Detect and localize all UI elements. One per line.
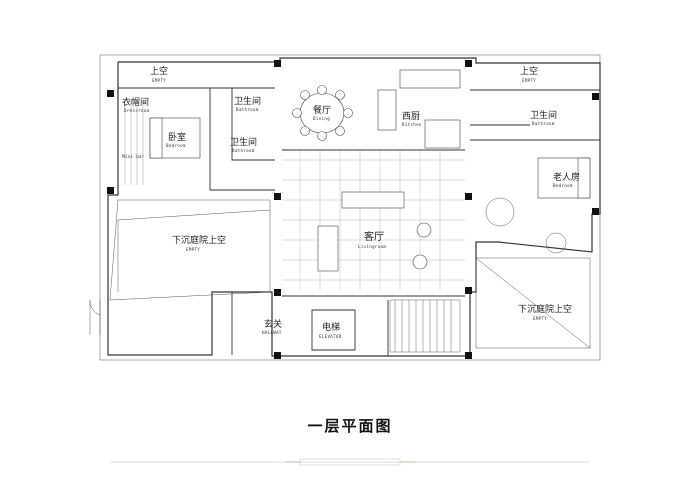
- label-elevator-en: ELEVATOR: [319, 334, 342, 339]
- label-elder-room-zh: 老人房: [553, 171, 580, 183]
- dining-table: [292, 85, 353, 141]
- label-empty-right-zh: 上空: [520, 65, 538, 77]
- label-bath-b-en: Bathroom: [232, 148, 255, 153]
- label-dining-en: Dining: [313, 116, 330, 121]
- cloakroom-hatch: [124, 100, 144, 185]
- label-elder-room-en: Bedroom: [553, 183, 573, 188]
- label-dining-zh: 餐厅: [313, 104, 331, 116]
- label-empty-right-en: EMPTY: [522, 78, 536, 83]
- label-bath-a-en: Bathroom: [236, 107, 259, 112]
- elder-room-round-fixture: [485, 197, 515, 227]
- elder-room-bed: [537, 157, 591, 199]
- label-foyer-zh: 玄关: [264, 318, 282, 330]
- label-elevator-zh: 电梯: [322, 321, 340, 333]
- label-bath-c-zh: 卫生间: [530, 109, 557, 121]
- label-foyer-en: HALLWAY: [262, 330, 282, 335]
- structural-columns: [107, 60, 599, 359]
- label-sunken-right-en: EMPTY: [533, 316, 547, 321]
- label-empty-left-en: EMPTY: [152, 78, 166, 83]
- sunken-courtyard-left: [109, 199, 271, 301]
- footer-ornament: [110, 458, 590, 466]
- label-bath-b-zh: 卫生间: [230, 136, 257, 148]
- label-kitchen-zh: 西厨: [402, 111, 420, 122]
- label-sunken-right-zh: 下沉庭院上空: [518, 303, 572, 315]
- label-mini-bar: Mini bar: [122, 154, 145, 159]
- interior-walls: [118, 87, 600, 356]
- staircase: [389, 299, 461, 353]
- drawing-title: 一层平面图: [307, 417, 392, 435]
- kitchen-counter: [377, 69, 461, 149]
- living-sofa: [317, 191, 432, 272]
- label-cloakroom-en: Dressroom: [124, 108, 150, 113]
- label-living-zh: 客厅: [364, 230, 384, 243]
- courtyard-round-fixture: [545, 232, 567, 254]
- label-cloakroom-zh: 衣帽间: [122, 96, 149, 108]
- bedroom-bed: [149, 117, 201, 159]
- label-kitchen-en: Kitchen: [402, 122, 422, 127]
- label-bedroom-zh: 卧室: [168, 131, 186, 143]
- label-sunken-left-zh: 下沉庭院上空: [172, 234, 226, 246]
- label-bath-a-zh: 卫生间: [234, 95, 261, 107]
- label-living-en: Livingroom: [358, 244, 386, 249]
- label-bedroom-en: Bedroom: [166, 143, 186, 148]
- label-empty-left-zh: 上空: [150, 65, 168, 77]
- floor-tile-grid: [282, 150, 465, 290]
- entry-door: [89, 299, 101, 335]
- sunken-courtyard-right: [475, 257, 591, 349]
- label-bath-c-en: Bathroom: [532, 121, 555, 126]
- label-sunken-left-en: EMPTY: [186, 247, 200, 252]
